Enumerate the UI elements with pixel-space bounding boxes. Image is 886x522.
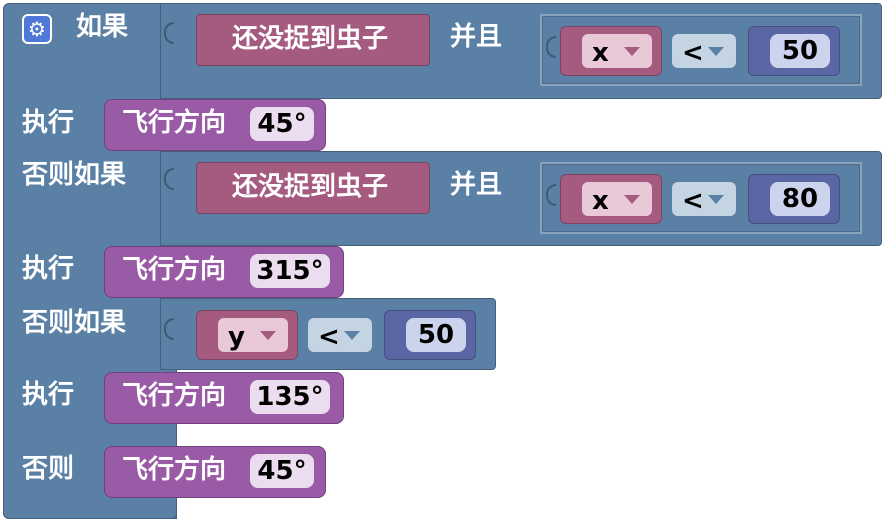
procedure-call-block[interactable] <box>196 162 430 214</box>
operand-socket <box>546 36 556 58</box>
operator-dropdown[interactable]: < <box>672 182 736 216</box>
procedure-label: 还没捉到虫子 <box>232 24 389 54</box>
fly-direction-label: 飞行方向 <box>122 455 227 485</box>
variable-value: x <box>592 38 609 68</box>
if-block-bottom <box>3 500 177 519</box>
if-label: 如果 <box>76 12 129 42</box>
condition-socket <box>164 318 174 340</box>
angle-field[interactable]: 45° <box>250 107 314 141</box>
operand-socket <box>546 184 556 206</box>
chevron-down-icon <box>708 195 724 204</box>
chevron-down-icon <box>708 47 724 56</box>
fly-direction-label: 飞行方向 <box>122 255 227 285</box>
chevron-down-icon <box>624 47 640 56</box>
procedure-call-block[interactable] <box>196 14 430 66</box>
chevron-down-icon <box>260 331 276 340</box>
operator-dropdown[interactable]: < <box>308 318 372 352</box>
variable-dropdown[interactable]: x <box>582 182 652 216</box>
condition-socket <box>164 168 174 190</box>
chevron-down-icon <box>344 331 360 340</box>
elseif-label-1: 否则如果 <box>22 160 127 190</box>
variable-value: x <box>592 186 609 216</box>
operator-value: < <box>318 322 340 352</box>
do-label-2: 执行 <box>22 254 75 284</box>
variable-value: y <box>228 322 245 352</box>
else-label: 否则 <box>22 454 75 484</box>
and-label: 并且 <box>450 22 503 52</box>
do-label-3: 执行 <box>22 380 75 410</box>
chevron-down-icon <box>624 195 640 204</box>
do-label-1: 执行 <box>22 108 75 138</box>
operator-value: < <box>682 38 704 68</box>
number-field[interactable]: 80 <box>770 182 830 216</box>
number-field[interactable]: 50 <box>770 34 830 68</box>
variable-dropdown[interactable]: y <box>218 318 288 352</box>
angle-field[interactable]: 135° <box>250 380 330 414</box>
elseif-label-2: 否则如果 <box>22 308 127 338</box>
angle-field[interactable]: 315° <box>250 254 330 288</box>
operator-dropdown[interactable]: < <box>672 34 736 68</box>
and-label: 并且 <box>450 170 503 200</box>
procedure-label: 还没捉到虫子 <box>232 172 389 202</box>
operator-value: < <box>682 186 704 216</box>
fly-direction-label: 飞行方向 <box>122 108 227 138</box>
gear-icon[interactable]: ⚙ <box>22 14 52 44</box>
variable-dropdown[interactable]: x <box>582 34 652 68</box>
condition-socket <box>164 22 174 44</box>
fly-direction-label: 飞行方向 <box>122 381 227 411</box>
number-field[interactable]: 50 <box>406 318 466 352</box>
angle-field[interactable]: 45° <box>250 454 314 488</box>
